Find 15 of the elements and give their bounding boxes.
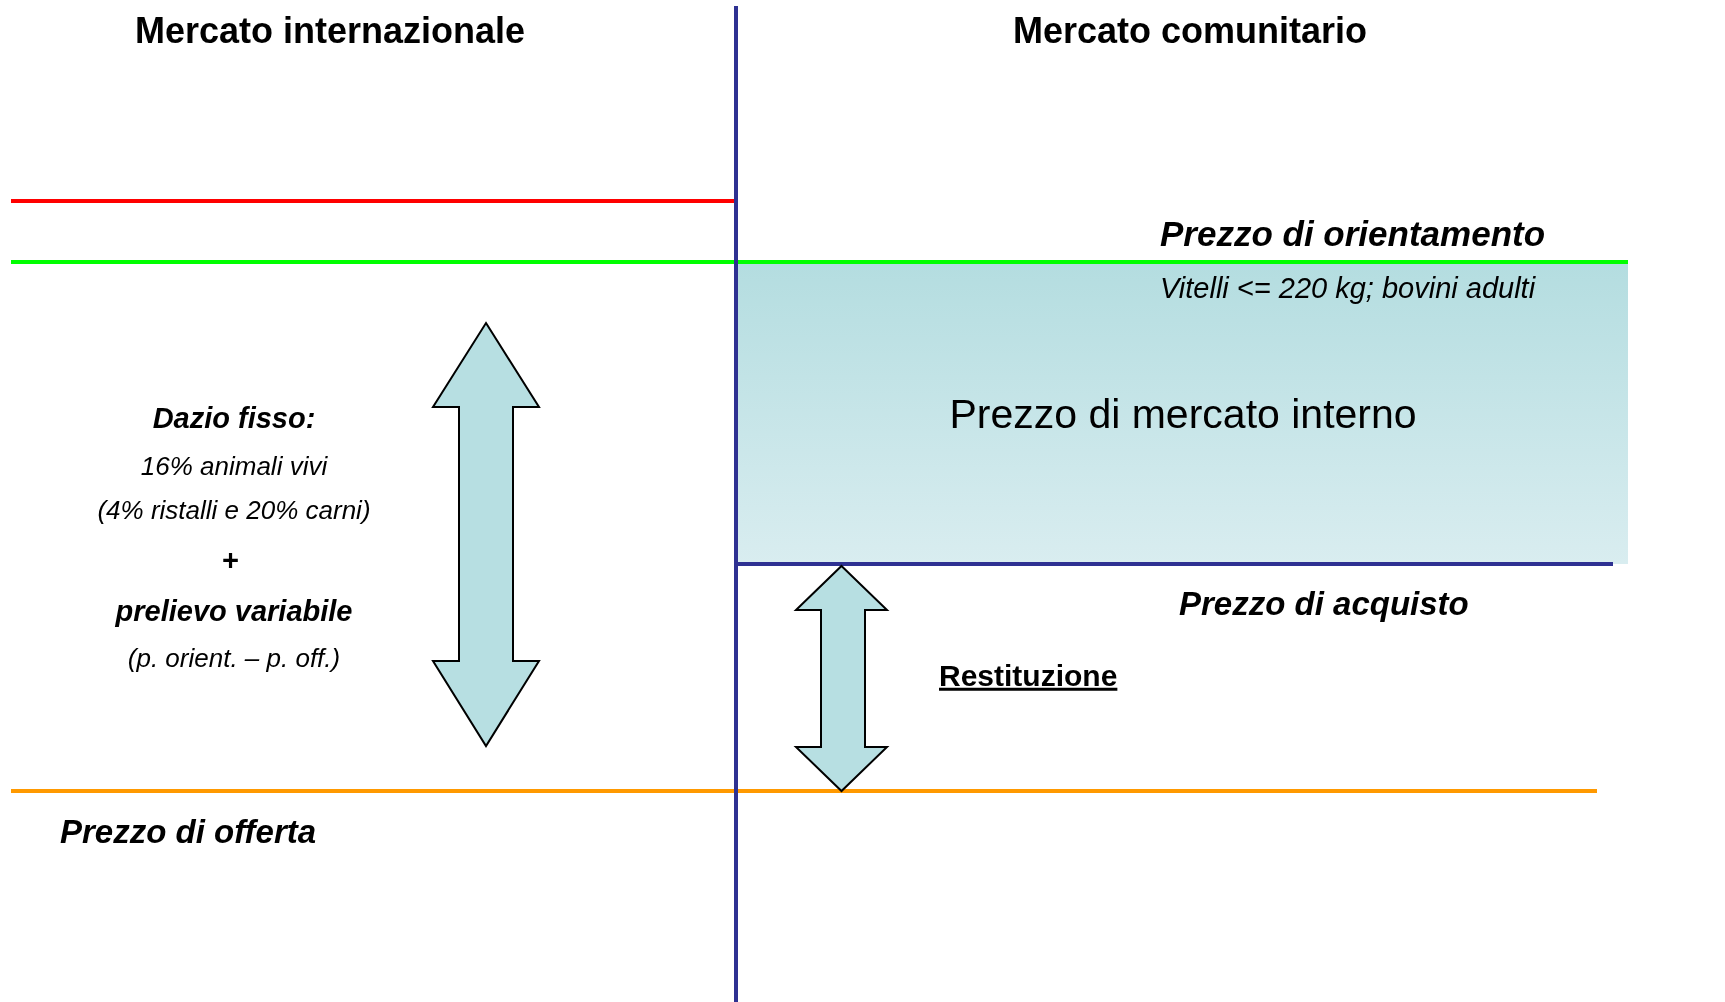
duty-heading: prelievo variabile: [115, 595, 353, 629]
band-label: Prezzo di mercato interno: [949, 390, 1417, 438]
note-text: Vitelli <= 220 kg; bovini adulti: [1160, 272, 1536, 306]
note-text: 16% animali vivi: [140, 452, 328, 482]
duty-heading: Dazio fisso:: [152, 402, 316, 436]
price-level-label: Prezzo di offerta: [60, 813, 317, 851]
column-heading: Mercato internazionale: [134, 10, 526, 52]
note-text: (4% ristalli e 20% carni): [97, 496, 371, 526]
note-text: (p. orient. – p. off.): [127, 644, 341, 674]
price-level-label: Prezzo di orientamento: [1160, 213, 1546, 255]
price-range-band: [738, 264, 1628, 564]
refund-label: Restituzione: [939, 658, 1118, 694]
plus-sign: +: [221, 544, 239, 578]
column-heading: Mercato comunitario: [1012, 10, 1368, 52]
price-level-label: Prezzo di acquisto: [1179, 585, 1469, 623]
